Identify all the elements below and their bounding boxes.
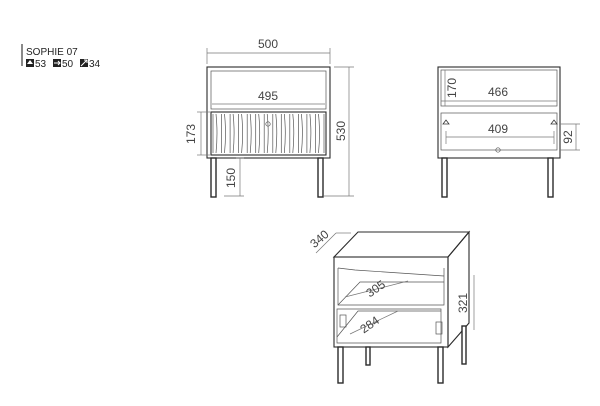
product-name: SOPHIE 07 [26, 47, 78, 58]
iso-leg-front-left [337, 346, 344, 384]
side-shelf-opening [440, 69, 558, 107]
iso-top [332, 231, 471, 258]
depth-value: 34 [89, 59, 101, 70]
arrow-up-icon-glyph [27, 60, 33, 64]
dim-front-leg-height: 150 [224, 168, 238, 188]
drawer-slat-groove [232, 113, 235, 154]
dim-side-inner-width: 466 [488, 85, 508, 99]
dim-front-width: 500 [258, 37, 278, 51]
front-carcass [206, 66, 331, 159]
side-drawer-box [440, 112, 558, 151]
drawer-slat-groove [241, 113, 243, 154]
drawer-slat-groove [258, 113, 261, 154]
side-drawer-knob [495, 147, 501, 153]
drawer-slat-groove [215, 113, 218, 154]
drawer-slat-groove [275, 113, 278, 154]
dim-iso-drawer-depth: 284 [357, 313, 382, 336]
dim-side-drawer-width: 409 [488, 122, 508, 136]
drawer-slat-groove [301, 113, 303, 154]
runner-left-icon [442, 119, 450, 125]
front-open-shelf [210, 70, 327, 110]
iso-leg-back-left [365, 346, 371, 366]
iso-shelf-opening [337, 268, 445, 306]
iso-side-face [447, 230, 470, 349]
dim-front-inner-width: 495 [258, 89, 278, 103]
drawer-slat-groove [292, 113, 295, 154]
height-value: 53 [35, 59, 47, 70]
dim-iso-height: 321 [456, 293, 470, 313]
dim-side-drawer-height: 92 [561, 130, 575, 144]
isometric-view: 340 305 284 321 [307, 227, 475, 384]
dim-iso-shelf-depth: 305 [363, 277, 388, 300]
dim-side-shelf-gap: 170 [445, 78, 459, 98]
drawer-slat-groove [224, 113, 226, 154]
iso-drawer-box [336, 308, 442, 344]
arrow-right-icon-glyph [54, 60, 61, 66]
drawer-slat-groove [309, 113, 312, 154]
front-leg-left [210, 157, 217, 198]
front-view: 500 495 173 150 530 [184, 37, 354, 198]
side-leg-left [441, 157, 448, 198]
side-carcass [437, 66, 561, 159]
dim-iso-depth: 340 [307, 227, 332, 251]
iso-leg-back-right [461, 325, 467, 365]
drawer-slat-groove [249, 113, 252, 154]
drawer-slats [212, 113, 325, 154]
drawer-knob [265, 121, 271, 127]
arrow-diagonal-icon-glyph [80, 59, 88, 67]
dim-front-total-height: 530 [334, 121, 348, 141]
side-leg-right [547, 157, 554, 198]
dim-front-drawer-height: 173 [184, 124, 198, 144]
iso-runner-right [435, 321, 443, 335]
front-drawer [210, 111, 327, 156]
drawer-slat-groove [318, 113, 320, 154]
iso-leg-front-right [437, 346, 444, 384]
side-view: 170 466 409 92 [437, 66, 580, 198]
iso-shelf-surface [337, 281, 444, 306]
drawer-slat-groove [283, 113, 286, 154]
drawer-slat-groove [266, 113, 269, 154]
width-value: 50 [62, 59, 74, 70]
title-block: SOPHIE 07 53 50 34 [21, 44, 101, 70]
runner-right-icon [550, 119, 558, 125]
iso-runner-left [339, 314, 347, 328]
front-leg-right [317, 157, 324, 198]
